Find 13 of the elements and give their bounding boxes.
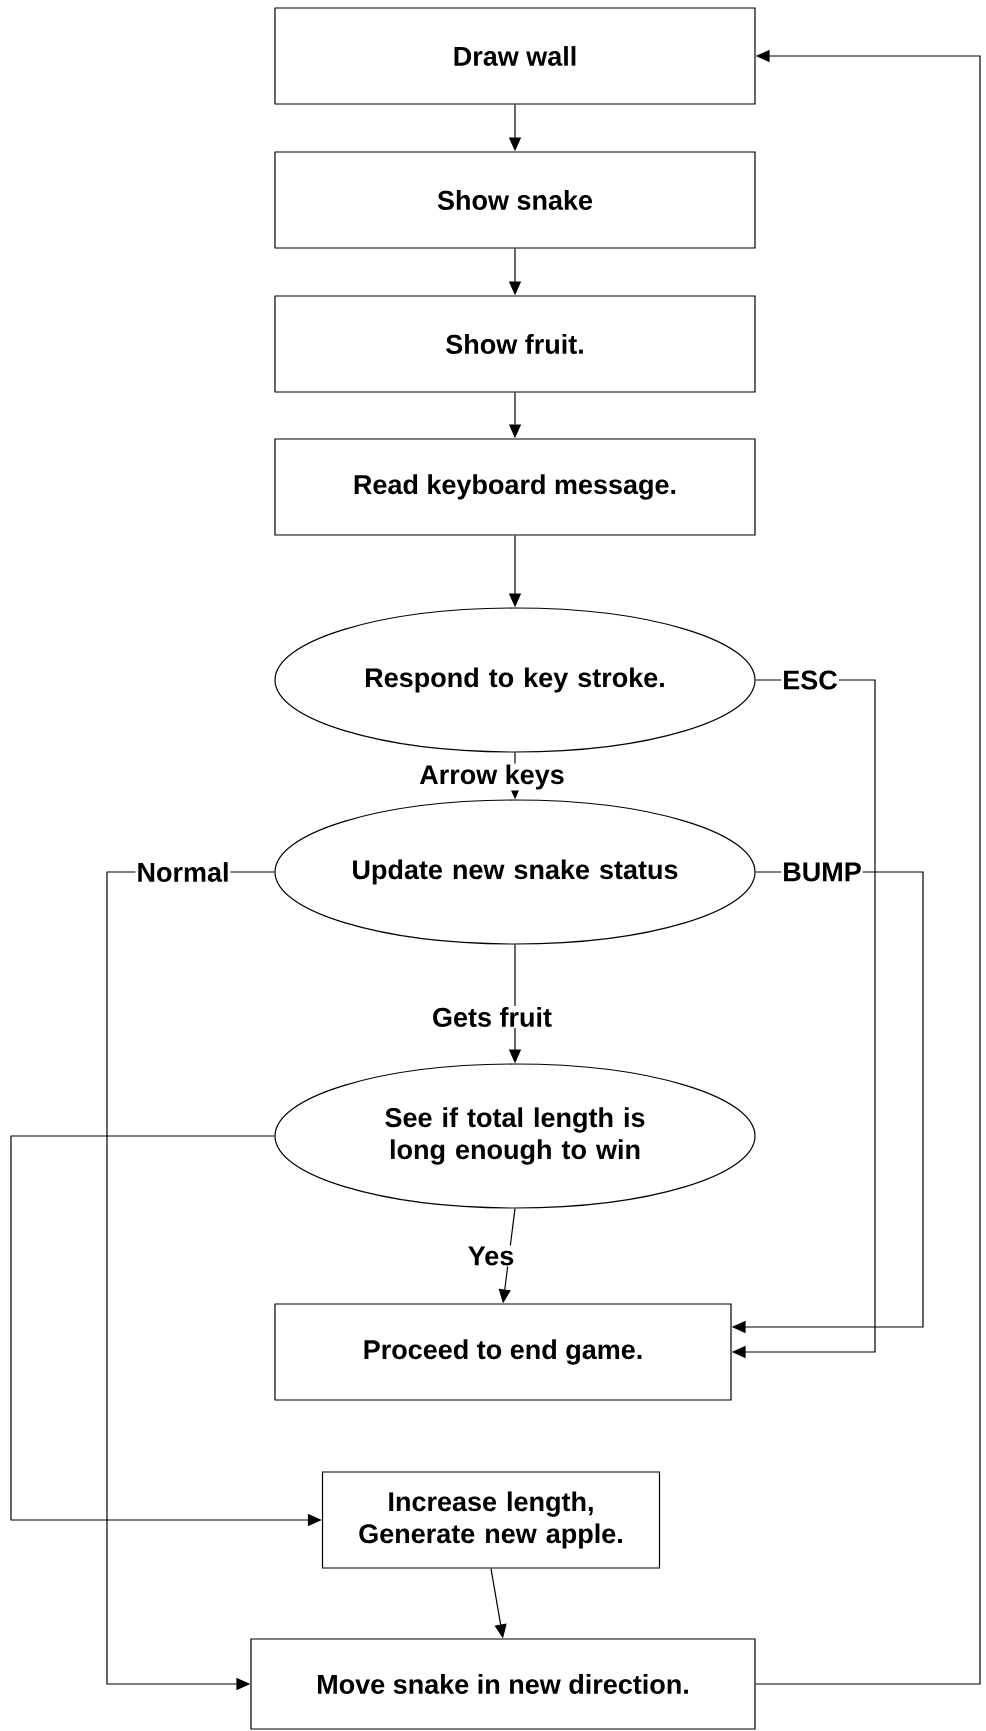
edge-label: Normal <box>135 861 231 883</box>
process-box: Move snake in new direction. <box>250 1638 756 1730</box>
process-box: Show fruit. <box>274 295 756 393</box>
edge-label: Yes <box>466 1245 516 1267</box>
process-box: Increase length, Generate new apple. <box>321 1471 661 1569</box>
process-box: Read keyboard message. <box>274 438 756 536</box>
edge-label: BUMP <box>781 861 863 883</box>
edge-label: Arrow keys <box>418 763 566 791</box>
process-box: Show snake <box>274 151 756 249</box>
process-box: Proceed to end game. <box>274 1303 732 1401</box>
edge-label: Gets fruit <box>431 1006 553 1028</box>
process-box: Draw wall <box>274 7 756 105</box>
edge-label: ESC <box>781 669 839 691</box>
